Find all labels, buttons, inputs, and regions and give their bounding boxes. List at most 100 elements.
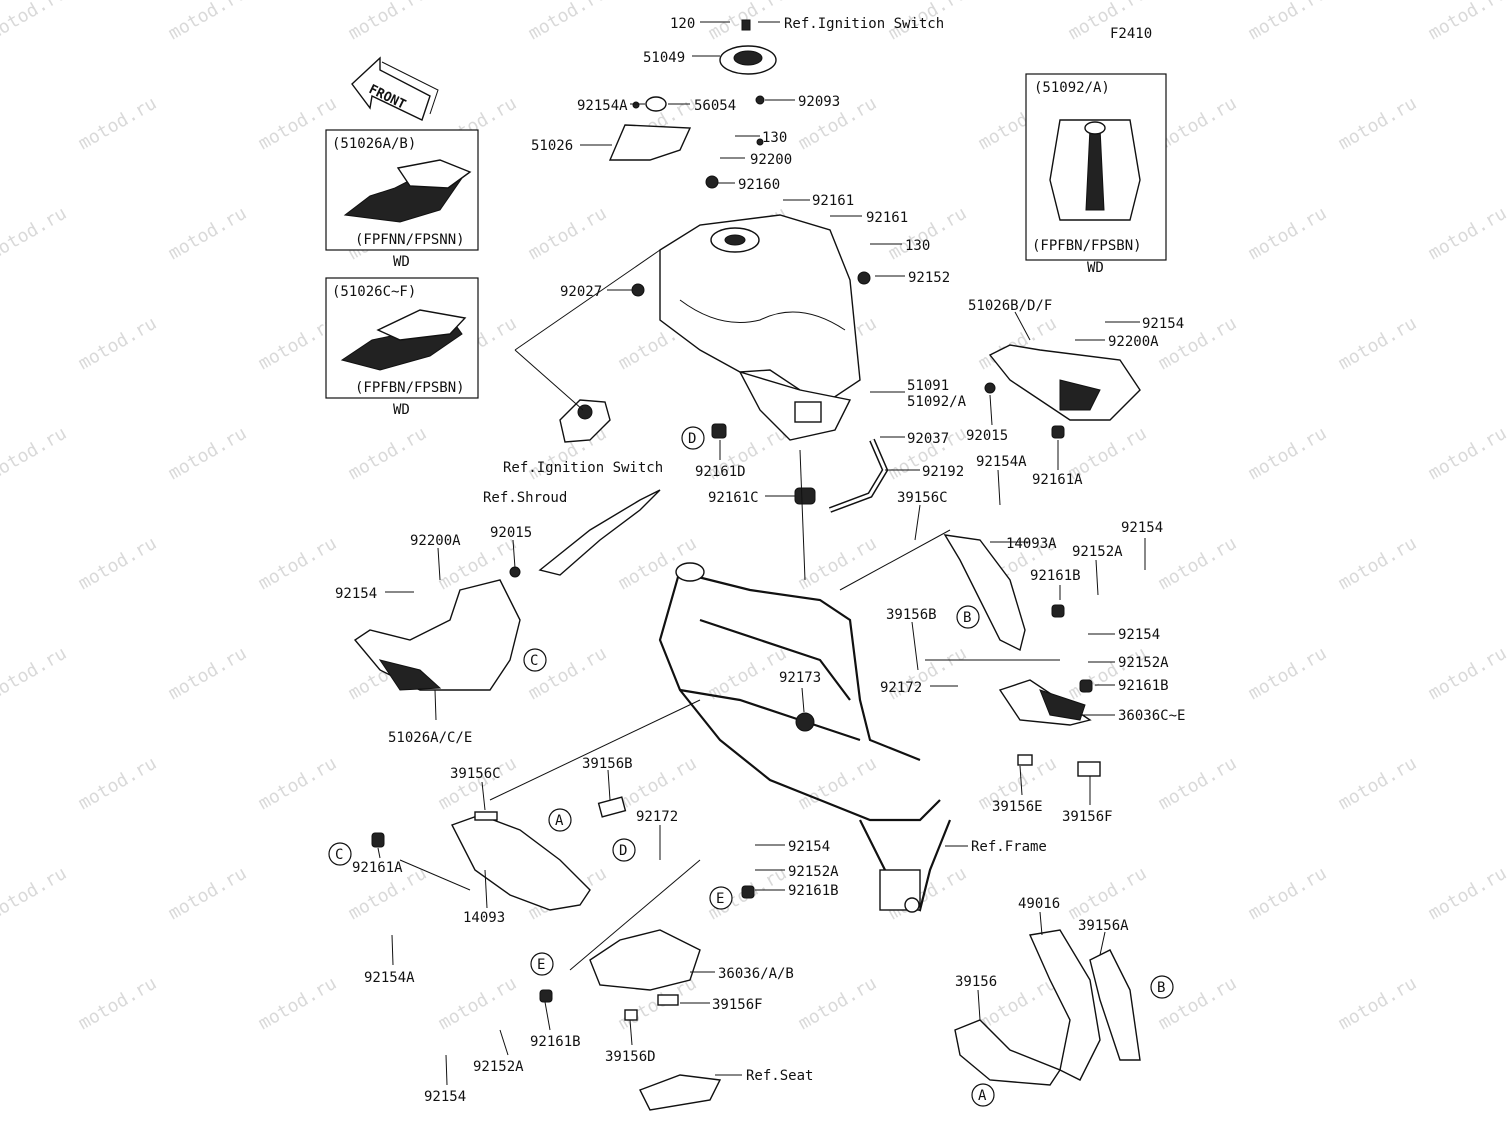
part-label: 39156F <box>712 997 763 1013</box>
callout-e-low: E <box>530 952 554 976</box>
part-label: 36036C~E <box>1118 708 1185 724</box>
tank-cover-part <box>608 124 692 161</box>
part-label: 39156C <box>897 490 948 506</box>
part-label: 130 <box>905 238 930 254</box>
part-label: 92093 <box>798 94 840 110</box>
callout-c-lower: C <box>328 842 352 866</box>
part-label: 92161B <box>1030 568 1081 584</box>
watermark-text: motod.ru <box>75 93 161 155</box>
watermark-text: motod.ru <box>75 533 161 595</box>
callout-b-right: B <box>956 605 980 629</box>
figure-code: F2410 <box>1110 26 1152 42</box>
inset-51026ab: (51026A/B) (FPFNN/FPSNN) WD <box>325 129 479 270</box>
part-label: 92200A <box>1108 334 1159 350</box>
motorcycle-frame <box>658 562 952 913</box>
inset-code: (51026A/B) <box>332 136 416 152</box>
part-label: Ref.Seat <box>746 1068 813 1084</box>
callout-markers: D B C C A D E E B A <box>328 426 1174 1107</box>
watermark-text: motod.ru <box>1425 423 1511 485</box>
watermark-text: motod.ru <box>1245 863 1331 925</box>
part-label: 39156A <box>1078 918 1129 934</box>
watermark-text: motod.ru <box>1335 533 1421 595</box>
part-label: Ref.Ignition Switch <box>784 16 944 32</box>
svg-text:C: C <box>530 653 538 669</box>
right-side-cover <box>943 534 1092 726</box>
inset-51026cf: (51026C~F) (FPFBN/FPSBN) WD <box>325 277 479 418</box>
part-label: 36036/A/B <box>718 966 794 982</box>
part-label: 92154 <box>1142 316 1184 332</box>
watermark-text: motod.ru <box>255 533 341 595</box>
part-label: 92160 <box>738 177 780 193</box>
inset-variant: (FPFBN/FPSBN) <box>1032 238 1142 254</box>
callout-d-mid: D <box>612 838 636 862</box>
ignition-switch <box>559 399 611 443</box>
part-label: 39156B <box>582 756 633 772</box>
part-label: 92161B <box>788 883 839 899</box>
svg-text:A: A <box>555 813 564 829</box>
part-label: 51049 <box>643 50 685 66</box>
watermark-text: motod.ru <box>1425 643 1511 705</box>
watermark-text: motod.ru <box>75 973 161 1035</box>
part-label: 39156D <box>605 1049 656 1065</box>
part-label: 92200 <box>750 152 792 168</box>
part-label: 130 <box>762 130 787 146</box>
inset-code: (51026C~F) <box>332 284 416 300</box>
part-label: 92154 <box>788 839 830 855</box>
callout-c-left: C <box>523 648 547 672</box>
part-label: 39156F <box>1062 809 1113 825</box>
inset-note: WD <box>1087 260 1104 276</box>
inset-note: WD <box>393 254 410 270</box>
part-label: 92154A <box>364 970 415 986</box>
inset-code: (51092/A) <box>1034 80 1110 96</box>
watermark-text: motod.ru <box>1245 203 1331 265</box>
watermark-text: motod.ru <box>255 753 341 815</box>
part-label: 51026 <box>531 138 573 154</box>
part-label: 56054 <box>694 98 736 114</box>
watermark-text: motod.ru <box>1155 533 1241 595</box>
part-label: 92200A <box>410 533 461 549</box>
watermark-text: motod.ru <box>0 643 70 705</box>
part-label: 92152 <box>908 270 950 286</box>
part-label: 92152A <box>1072 544 1123 560</box>
callout-a-low: A <box>971 1083 995 1107</box>
watermark-text: motod.ru <box>0 0 70 44</box>
front-arrow-icon: FRONT <box>351 56 439 121</box>
svg-text:D: D <box>619 843 627 859</box>
watermark-text: motod.ru <box>795 753 881 815</box>
inset-note: WD <box>393 402 410 418</box>
part-label: 92015 <box>966 428 1008 444</box>
watermark-text: motod.ru <box>255 973 341 1035</box>
part-label: 92154 <box>1118 627 1160 643</box>
watermark-text: motod.ru <box>165 423 251 485</box>
part-label: 120 <box>670 16 695 32</box>
right-shroud <box>988 344 1141 421</box>
watermark-text: motod.ru <box>1425 203 1511 265</box>
part-label: 92152A <box>1118 655 1169 671</box>
watermark-text: motod.ru <box>165 643 251 705</box>
callout-d-top: D <box>681 426 705 450</box>
watermark-text: motod.ru <box>345 423 431 485</box>
leader-lines <box>377 21 1146 1086</box>
watermark-text: motod.ru <box>705 643 791 705</box>
watermark-text: motod.ru <box>1425 0 1511 44</box>
watermark-text: motod.ru <box>165 0 251 44</box>
callout-e-mid: E <box>709 886 733 910</box>
callout-b-low: B <box>1150 975 1174 999</box>
part-label: 92161D <box>695 464 746 480</box>
watermark-text: motod.ru <box>1335 753 1421 815</box>
part-label: 92173 <box>779 670 821 686</box>
part-label: 92152A <box>473 1059 524 1075</box>
part-label: 92161C <box>708 490 759 506</box>
fuel-tank <box>608 124 861 441</box>
inset-variant: (FPFBN/FPSBN) <box>355 380 465 396</box>
part-label: Ref.Ignition Switch <box>503 460 663 476</box>
watermark-text: motod.ru <box>435 753 521 815</box>
part-label: 39156E <box>992 799 1043 815</box>
watermark-text: motod.ru <box>165 863 251 925</box>
part-label: 92037 <box>907 431 949 447</box>
part-label: 14093 <box>463 910 505 926</box>
watermark-text: motod.ru <box>1335 313 1421 375</box>
svg-text:E: E <box>537 957 545 973</box>
